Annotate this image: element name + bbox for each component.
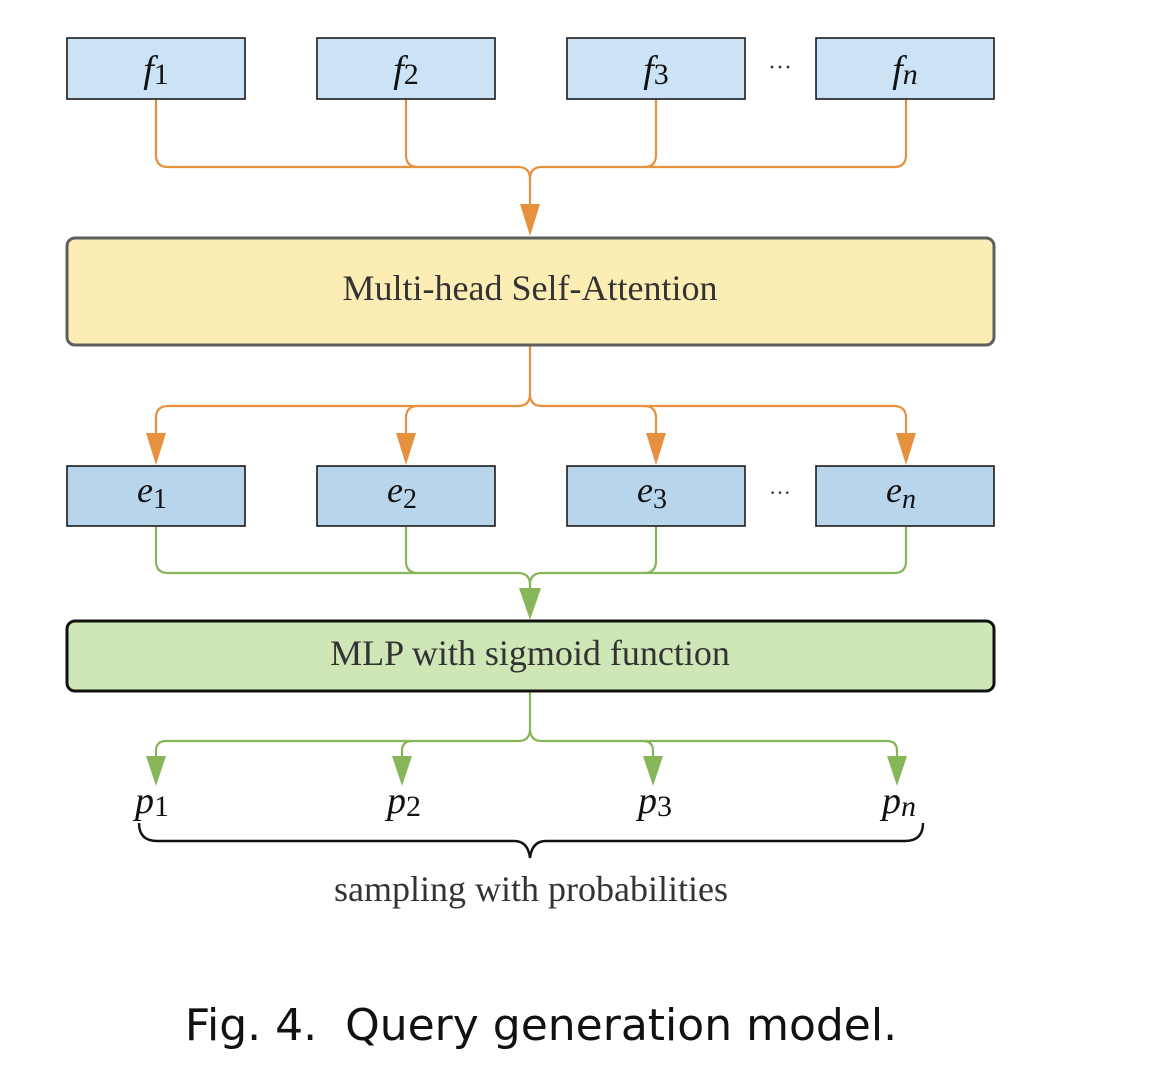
arrowhead-to-mlp: [519, 588, 541, 620]
svg-text:f3: f3: [643, 49, 669, 91]
connector-f2: [404, 99, 419, 169]
svg-text:en: en: [886, 470, 916, 515]
embedding-var: e: [886, 470, 902, 510]
arrowhead-e3: [646, 433, 666, 465]
arrowhead-p3: [643, 756, 663, 786]
attention-label: Multi-head Self-Attention: [343, 268, 718, 308]
attention-connectors: [154, 346, 908, 436]
connector-fn: [528, 99, 908, 180]
embedding-subscript: 1: [153, 484, 167, 515]
embedding-connectors: [154, 527, 908, 592]
input-subscript: 1: [154, 58, 169, 91]
input-subscript: 2: [404, 58, 419, 91]
output-p2: p2: [384, 780, 421, 823]
connector-f1: [154, 99, 532, 205]
mlp-connectors: [154, 692, 899, 758]
connector-f3: [643, 99, 658, 169]
connector-e3: [528, 393, 658, 436]
svg-text:e1: e1: [137, 470, 167, 515]
embedding-var: e: [137, 470, 153, 510]
connector-p3: [528, 728, 655, 758]
input-ellipsis: ···: [768, 55, 792, 81]
input-box-fn: fn: [815, 37, 995, 100]
svg-text:fn: fn: [892, 49, 918, 91]
embedding-var: e: [637, 470, 653, 510]
connector-p1: [154, 692, 532, 758]
output-pn: pn: [879, 780, 916, 823]
embedding-box-e2: e2: [316, 465, 496, 527]
embedding-subscript: 2: [403, 484, 417, 515]
embedding-subscript: 3: [653, 484, 667, 515]
embedding-box-en: en: [815, 465, 995, 527]
connector-pn: [643, 739, 899, 758]
output-p1: p1: [132, 780, 169, 823]
input-subscript: 3: [654, 58, 669, 91]
connector-g-e2: [404, 527, 419, 575]
arrowhead-p1: [146, 756, 166, 786]
connector-e1: [154, 346, 532, 436]
arrowhead-to-attention: [520, 204, 540, 236]
svg-text:f1: f1: [143, 49, 169, 91]
arrowhead-e1: [146, 433, 166, 465]
input-box-f3: f3: [566, 37, 746, 100]
connector-g-e1: [154, 527, 532, 592]
input-subscript: n: [903, 58, 918, 91]
embedding-box-e1: e1: [66, 465, 246, 527]
connector-e2: [404, 404, 419, 436]
figure-caption: Fig. 4. Query generation model.: [185, 1000, 897, 1051]
arrowhead-pn: [887, 756, 907, 786]
arrowhead-en: [896, 433, 916, 465]
embedding-box-e3: e3: [566, 465, 746, 527]
output-p3: p3: [635, 780, 672, 823]
embedding-ellipsis: ···: [769, 480, 791, 505]
input-box-f2: f2: [316, 37, 496, 100]
input-connectors: [154, 99, 908, 205]
svg-text:e2: e2: [387, 470, 417, 515]
embedding-subscript: n: [902, 484, 916, 515]
embedding-var: e: [387, 470, 403, 510]
connector-en: [644, 404, 908, 436]
attention-block: Multi-head Self-Attention: [65, 236, 996, 347]
svg-text:f2: f2: [393, 49, 419, 91]
connector-g-en: [528, 527, 908, 586]
mlp-label: MLP with sigmoid function: [330, 633, 730, 673]
brace-label: sampling with probabilities: [334, 869, 728, 909]
arrowhead-p2: [392, 756, 412, 786]
input-box-f1: f1: [66, 37, 246, 100]
sampling-brace: [137, 822, 925, 859]
arrowhead-e2: [396, 433, 416, 465]
connector-p2: [400, 739, 413, 758]
svg-text:e3: e3: [637, 470, 667, 515]
connector-g-e3: [643, 527, 658, 575]
mlp-block: MLP with sigmoid function: [65, 619, 996, 693]
